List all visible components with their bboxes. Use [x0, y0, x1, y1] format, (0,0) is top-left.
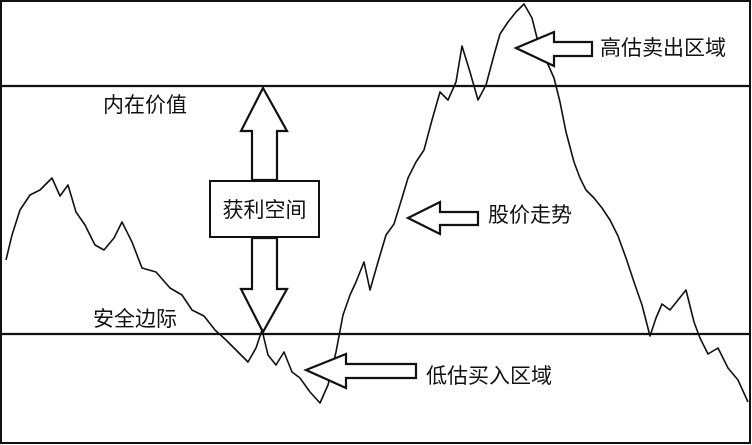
price-trend-arrow-icon — [405, 200, 480, 236]
high-sell-arrow-icon — [513, 30, 594, 68]
profit-arrow-down-icon — [239, 236, 289, 335]
safety-margin-label: 安全边际 — [93, 307, 177, 331]
profit-space-label: 获利空间 — [222, 198, 307, 222]
intrinsic-value-label: 内在价值 — [103, 93, 187, 117]
price-trend-label: 股价走势 — [488, 203, 572, 227]
profit-arrow-up-icon — [239, 85, 289, 182]
high-sell-zone-label: 高估卖出区域 — [600, 36, 726, 60]
low-buy-arrow-icon — [303, 352, 418, 390]
price-trend-line — [5, 3, 749, 404]
profit-space-box: 获利空间 — [209, 180, 320, 238]
low-buy-zone-label: 低估买入区域 — [426, 364, 552, 388]
